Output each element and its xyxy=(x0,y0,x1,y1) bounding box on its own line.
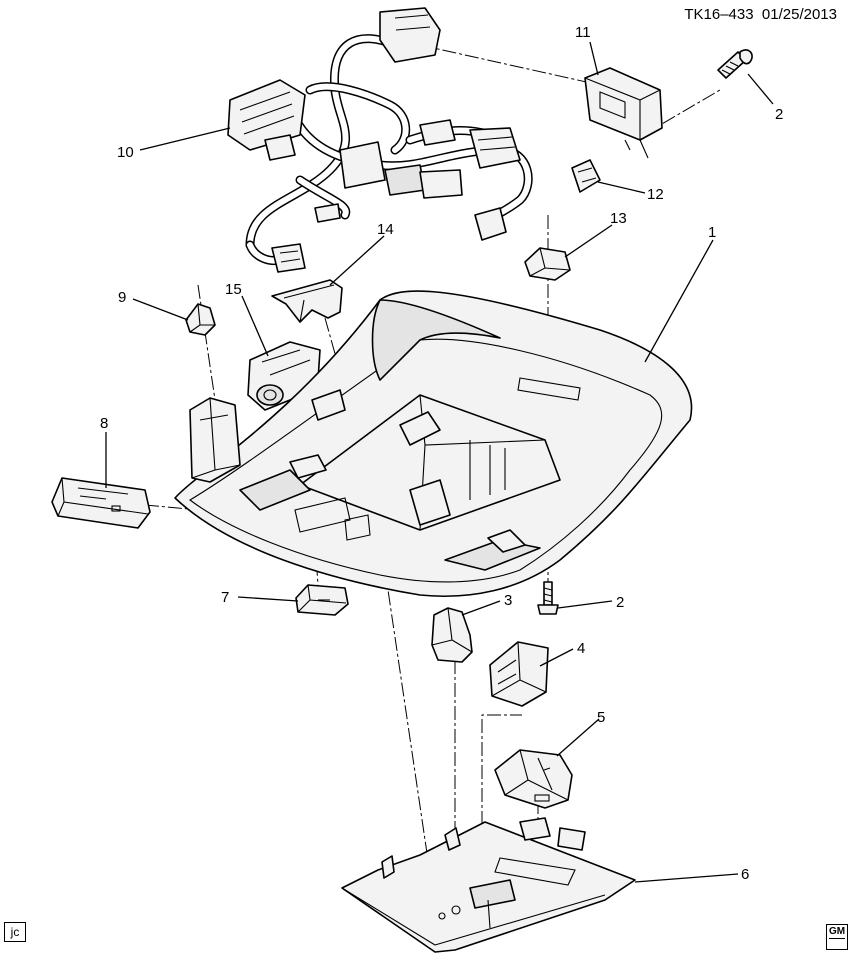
gm-logo-underline: ​ xyxy=(829,938,845,947)
callout-10: 10 xyxy=(117,144,134,161)
drawing-header: TK16–433 01/25/2013 xyxy=(684,6,837,23)
leader-lines xyxy=(105,41,774,883)
callout-1: 1 xyxy=(708,224,716,241)
part-14-bracket xyxy=(271,279,343,323)
part-9-clip xyxy=(185,303,216,336)
part-2-screw-upper xyxy=(717,49,753,79)
part-4-lamp-housing xyxy=(489,641,549,707)
drawing-date: 01/25/2013 xyxy=(761,6,837,23)
callout-12: 12 xyxy=(647,186,664,203)
illustrator-tag: jc xyxy=(4,922,26,942)
part-5-switch-assembly xyxy=(494,749,573,809)
wiring-harness xyxy=(227,7,533,273)
part-2-screw-lower xyxy=(537,581,559,615)
callout-4: 4 xyxy=(577,640,585,657)
part-1-console-housing xyxy=(174,290,693,598)
callout-14: 14 xyxy=(377,221,394,238)
part-6-trim-cover xyxy=(341,817,636,953)
part-13-bracket xyxy=(524,247,571,281)
part-3-latch xyxy=(431,607,473,663)
callout-8: 8 xyxy=(100,415,108,432)
callout-5: 5 xyxy=(597,709,605,726)
callout-labels: 1 2 2 3 4 5 6 7 8 9 10 11 12 13 14 15 xyxy=(100,24,783,883)
callout-11: 11 xyxy=(575,24,591,41)
callout-3: 3 xyxy=(504,592,512,609)
part-7-switch xyxy=(295,584,349,616)
callout-7: 7 xyxy=(221,589,229,606)
gm-logo-text: GM xyxy=(828,926,846,937)
callout-6: 6 xyxy=(741,866,749,883)
part-12-clip xyxy=(571,159,601,193)
part-8-display-module xyxy=(51,477,151,529)
callout-13: 13 xyxy=(610,210,627,227)
gm-logo: GM​ xyxy=(826,924,848,950)
callout-9: 9 xyxy=(118,289,126,306)
part-11-module xyxy=(584,67,663,159)
callout-15: 15 xyxy=(225,281,242,298)
drawing-id: TK16–433 xyxy=(684,6,754,23)
callout-2-lower: 2 xyxy=(616,594,624,611)
callout-2-upper: 2 xyxy=(775,106,783,123)
